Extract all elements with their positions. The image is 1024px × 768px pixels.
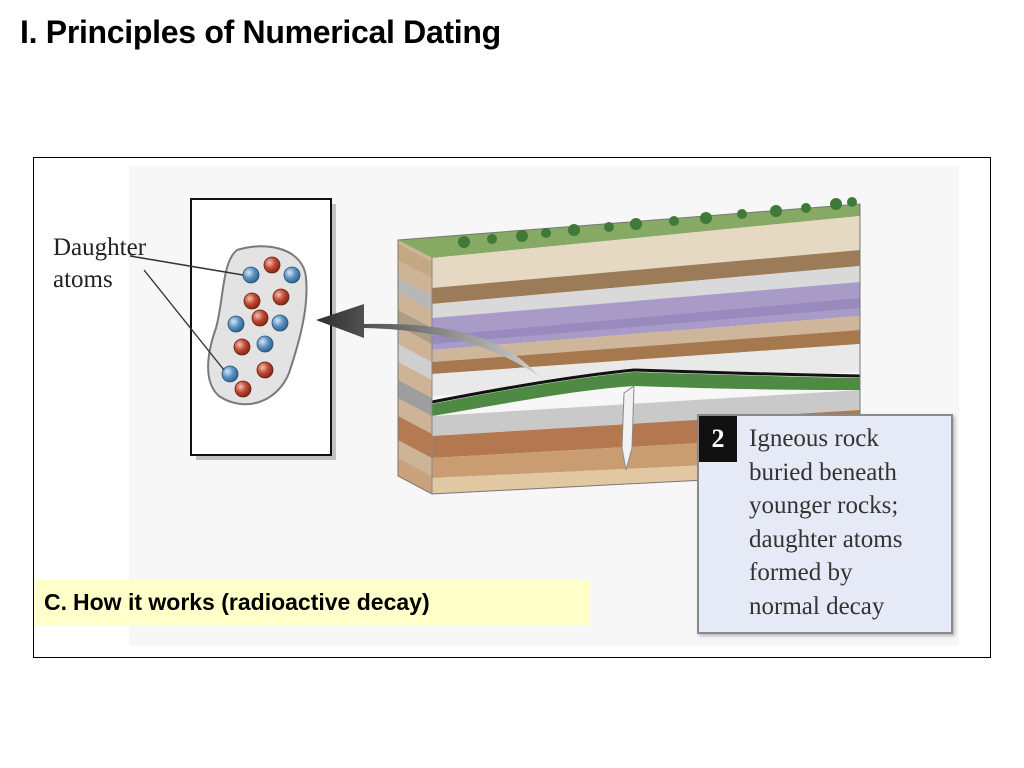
subheading-text: How it works (radioactive decay) (73, 589, 430, 615)
slide-title: I. Principles of Numerical Dating (20, 14, 501, 50)
magnifier-box (129, 198, 336, 460)
step-number-badge: 2 (699, 416, 737, 462)
figure-caption-box: 2 Igneous rock buried beneath younger ro… (697, 414, 953, 634)
daughter-atoms-label: Daughter atoms (53, 234, 147, 293)
subheading-banner: C. How it works (radioactive decay) (34, 580, 590, 625)
figure-caption-text: Igneous rock buried beneath younger rock… (749, 425, 903, 620)
figure-frame: Daughter atoms 2 Igneous rock buried ben… (33, 157, 991, 658)
subheading-marker: C. (44, 589, 67, 615)
